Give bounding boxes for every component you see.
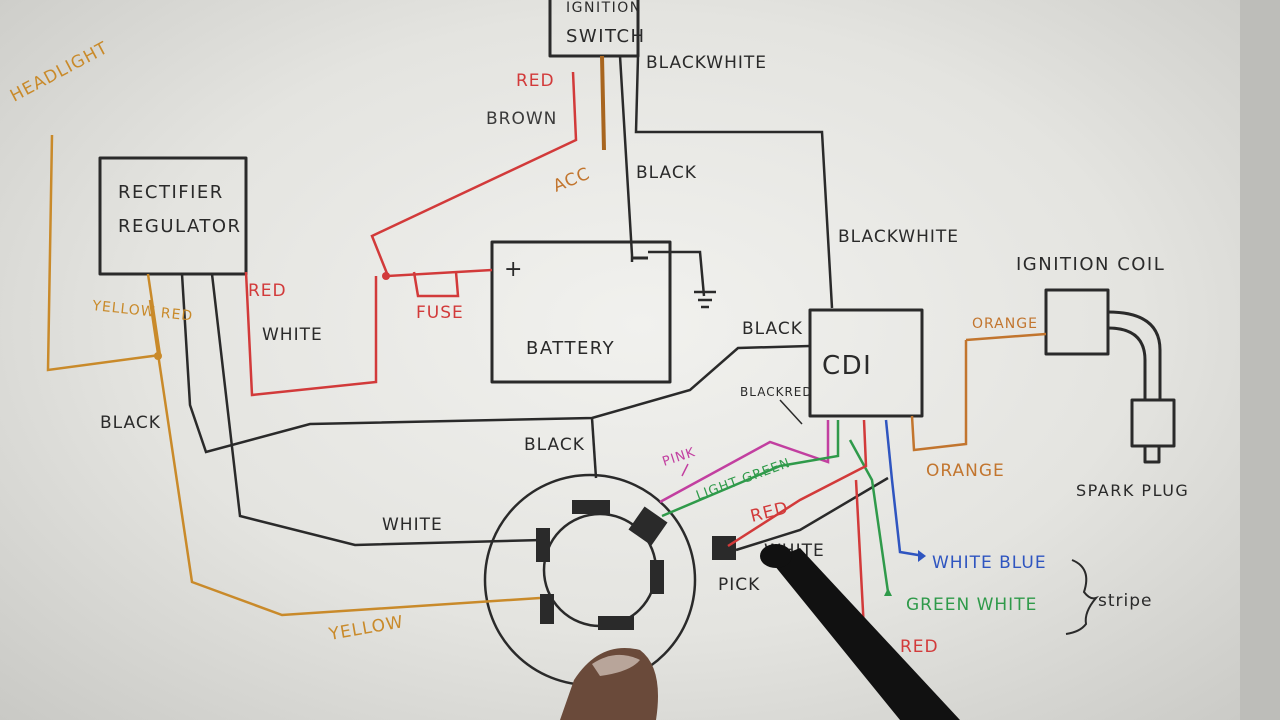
brace — [1065, 559, 1100, 635]
wire-yellow-red — [46, 134, 162, 372]
junction-dot — [382, 272, 390, 280]
label-black-left: BLACK — [100, 413, 161, 433]
wire-black-switch — [618, 55, 634, 262]
stator-coil — [628, 506, 668, 546]
label-white-stator: WHITE — [382, 515, 443, 535]
wire-yellow — [148, 299, 541, 617]
wire-blackwhite — [634, 55, 834, 309]
wire-black-stator — [590, 417, 598, 479]
label-yellow: YELLOW — [326, 612, 405, 645]
stator-coil — [650, 560, 664, 594]
fuse-label: FUSE — [416, 303, 464, 323]
wire-orange — [910, 332, 1047, 452]
label-brown: BROWN — [486, 109, 557, 129]
finger — [560, 648, 658, 720]
cdi-box — [808, 308, 924, 418]
wire-black-main — [180, 273, 811, 454]
battery-box — [490, 240, 672, 384]
label-blackwhite-top: BLACKWHITE — [646, 53, 767, 73]
label-red-pickup: RED — [748, 498, 790, 527]
label-orange-coil: ORANGE — [972, 316, 1038, 332]
spark-plug-cap — [1130, 398, 1176, 448]
label-red-switch: RED — [516, 71, 555, 91]
label-black-switch: BLACK — [636, 163, 697, 183]
spark-plug-label: SPARK PLUG — [1076, 481, 1189, 500]
stator-coil — [540, 594, 554, 624]
wire-red-switch — [370, 71, 578, 278]
label-acc: ACC — [550, 164, 593, 197]
blackred-pointer — [779, 399, 803, 425]
coil-lead — [1107, 310, 1162, 400]
wire-ground — [648, 250, 706, 297]
junction-dot — [154, 352, 162, 360]
stator-coils — [536, 500, 736, 630]
label-red-regulator: RED — [248, 281, 287, 301]
pickup-label: PICK — [718, 575, 760, 595]
pickup-coil — [712, 536, 736, 560]
fuse-symbol — [412, 271, 460, 298]
label-red-bottom: RED — [900, 637, 939, 657]
spark-plug-tip — [1143, 444, 1161, 464]
wire-white-pickup — [735, 476, 889, 552]
rectifier-label-1: RECTIFIER — [118, 182, 224, 203]
battery-label: BATTERY — [526, 338, 615, 359]
stator-coil — [572, 500, 610, 514]
label-green-white: GREEN WHITE — [906, 595, 1037, 615]
ignition-coil-label: IGNITION COIL — [1016, 254, 1165, 275]
battery-plus: + — [504, 257, 524, 282]
label-black-stator: BLACK — [524, 435, 585, 455]
ignition-switch-box — [548, 0, 640, 58]
label-white-regulator: WHITE — [262, 325, 323, 345]
wire-pink — [659, 420, 830, 504]
wire-brown — [600, 55, 606, 151]
label-white-blue: WHITE BLUE — [932, 553, 1047, 573]
page-edge — [1240, 0, 1280, 720]
wire-red-pickup — [727, 419, 868, 631]
label-stripe: stripe — [1098, 591, 1153, 611]
wire-red-regulator — [244, 271, 378, 397]
pink-pointer — [681, 463, 689, 477]
label-light-green: LIGHT GREEN — [694, 456, 792, 504]
arrow-green — [884, 588, 892, 596]
coil-lead-inner — [1107, 326, 1147, 400]
label-black-cdi: BLACK — [742, 319, 803, 339]
label-orange-cdi: ORANGE — [926, 461, 1005, 481]
pen — [770, 548, 960, 720]
label-yellow-red: YELLOW RED — [91, 298, 194, 325]
wire-light-green — [661, 420, 890, 593]
rectifier-label-2: REGULATOR — [118, 216, 242, 237]
cdi-label: CDI — [822, 351, 872, 381]
rectifier-box — [98, 156, 248, 276]
headlight-label: HEADLIGHT — [7, 38, 112, 106]
stator-coil — [536, 528, 550, 562]
ignition-switch-label-1: IGNITION — [566, 0, 642, 16]
label-blackwhite-cdi: BLACKWHITE — [838, 227, 959, 247]
stator-coil — [598, 616, 634, 630]
ignition-coil-box — [1044, 288, 1110, 356]
arrow-blue — [918, 550, 926, 562]
wire-white-stator — [210, 273, 543, 547]
ignition-switch-label-2: SWITCH — [566, 26, 646, 47]
fingernail — [592, 654, 640, 676]
wire-white-blue — [884, 419, 925, 558]
ground-symbol — [694, 290, 716, 309]
pen-tip — [760, 544, 792, 568]
label-blackred: BLACKRED — [740, 385, 813, 399]
label-pink: PINK — [661, 445, 698, 470]
